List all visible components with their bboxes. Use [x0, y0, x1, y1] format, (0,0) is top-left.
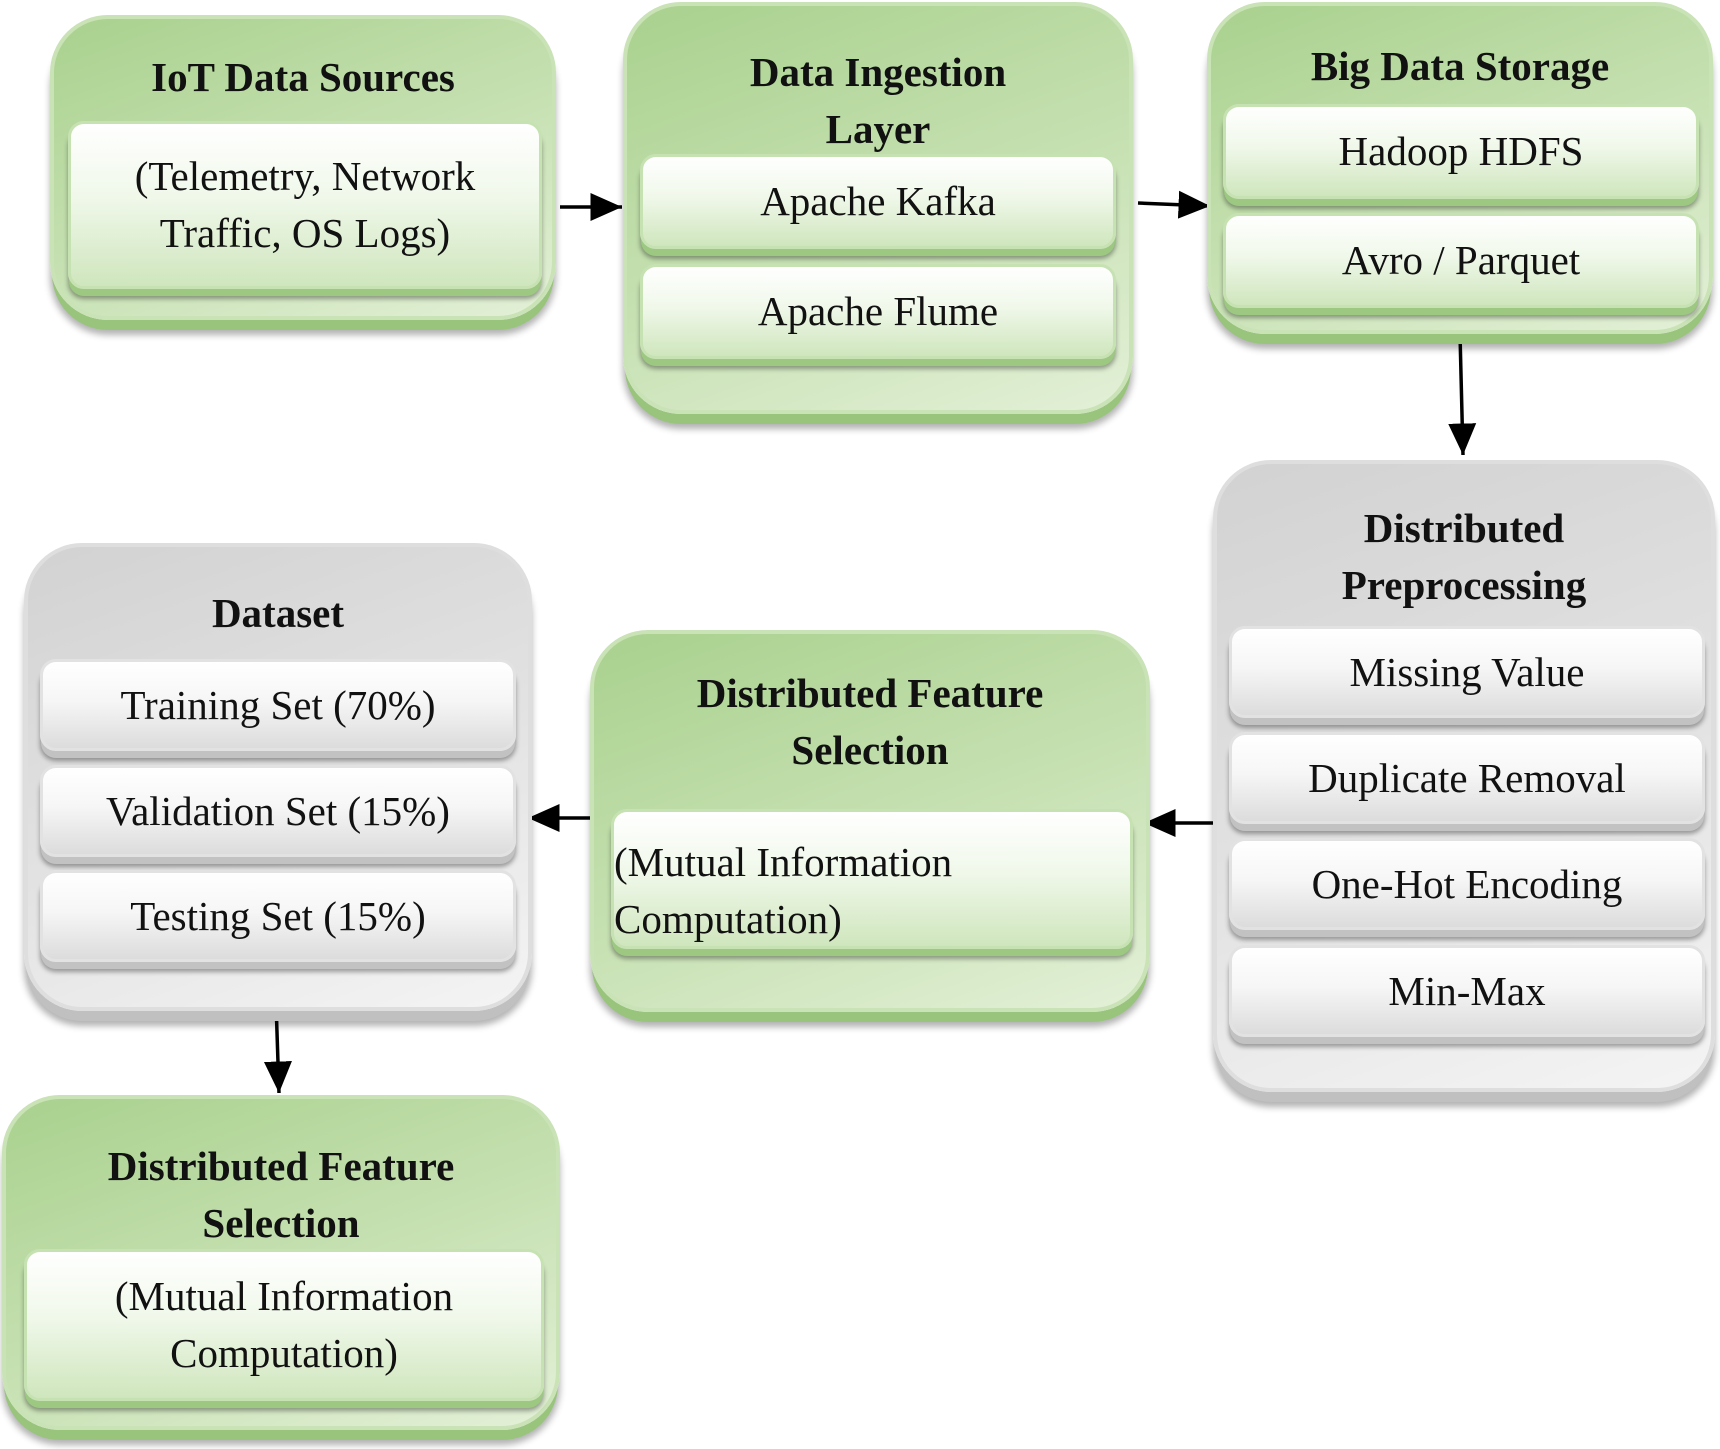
- iot-data-sources-title: IoT Data Sources: [151, 54, 455, 100]
- data-ingestion-title-line-2: Layer: [825, 106, 931, 152]
- distributed-preprocessing-panel: Distributed Preprocessing Missing Value …: [1213, 460, 1715, 1092]
- distributed-preprocessing-title-line-2: Preprocessing: [1341, 562, 1587, 608]
- feature-selection-middle-title-line-1: Distributed Feature: [696, 670, 1044, 716]
- iot-detail-line-1: (Telemetry, Network: [134, 153, 476, 199]
- arrow-ingestion-to-storage: [1137, 190, 1211, 219]
- hadoop-hdfs-item: Hadoop HDFS: [1223, 104, 1699, 199]
- distributed-preprocessing-title-line-1: Distributed: [1363, 505, 1565, 551]
- iot-data-sources-panel: IoT Data Sources (Telemetry, Network Tra…: [50, 15, 556, 320]
- dataset-panel: Dataset Training Set (70%) Validation Se…: [24, 543, 532, 1011]
- big-data-storage-panel: Big Data Storage Hadoop HDFS Avro / Parq…: [1207, 2, 1713, 334]
- iot-detail-line-2: Traffic, OS Logs): [159, 210, 451, 256]
- data-ingestion-title: Data Ingestion Layer: [627, 44, 1129, 158]
- distributed-preprocessing-title: Distributed Preprocessing: [1217, 500, 1711, 614]
- feature-selection-middle-title: Distributed Feature Selection: [594, 665, 1146, 779]
- feature-selection-bottom-title-line-2: Selection: [202, 1200, 360, 1246]
- one-hot-encoding-item: One-Hot Encoding: [1229, 838, 1705, 930]
- apache-kafka-item: Apache Kafka: [640, 154, 1116, 249]
- feature-selection-middle-detail: (Mutual Information Computation): [611, 809, 1133, 949]
- feature-selection-middle-title-line-2: Selection: [791, 727, 949, 773]
- training-set-item: Training Set (70%): [40, 659, 516, 751]
- feature-selection-middle-panel: Distributed Feature Selection (Mutual In…: [590, 630, 1150, 1012]
- feature-selection-bottom-detail-line-1: (Mutual Information: [114, 1273, 454, 1319]
- testing-set-item: Testing Set (15%): [40, 870, 516, 962]
- min-max-item: Min-Max: [1229, 945, 1705, 1037]
- duplicate-removal-item: Duplicate Removal: [1229, 732, 1705, 824]
- avro-parquet-item: Avro / Parquet: [1223, 213, 1699, 308]
- feature-selection-bottom-detail: (Mutual Information Computation): [24, 1249, 544, 1401]
- data-ingestion-panel: Data Ingestion Layer Apache Kafka Apache…: [623, 2, 1133, 414]
- apache-flume-item: Apache Flume: [640, 264, 1116, 359]
- missing-value-item: Missing Value: [1229, 626, 1705, 718]
- feature-selection-middle-detail-line-2: Computation): [614, 896, 842, 942]
- feature-selection-bottom-panel: Distributed Feature Selection (Mutual In…: [2, 1095, 560, 1430]
- iot-data-sources-detail: (Telemetry, Network Traffic, OS Logs): [68, 121, 542, 289]
- big-data-storage-title: Big Data Storage: [1310, 43, 1610, 89]
- validation-set-item: Validation Set (15%): [40, 765, 516, 857]
- arrow-storage-to-preprocessing: [1448, 333, 1477, 456]
- arrow-dataset-to-feature-selection: [263, 1001, 292, 1094]
- feature-selection-middle-detail-line-1: (Mutual Information: [614, 839, 953, 885]
- feature-selection-bottom-title-line-1: Distributed Feature: [107, 1143, 455, 1189]
- data-ingestion-title-line-1: Data Ingestion: [749, 49, 1007, 95]
- feature-selection-bottom-detail-line-2: Computation): [170, 1330, 398, 1376]
- feature-selection-bottom-title: Distributed Feature Selection: [6, 1138, 556, 1252]
- dataset-title: Dataset: [211, 590, 345, 636]
